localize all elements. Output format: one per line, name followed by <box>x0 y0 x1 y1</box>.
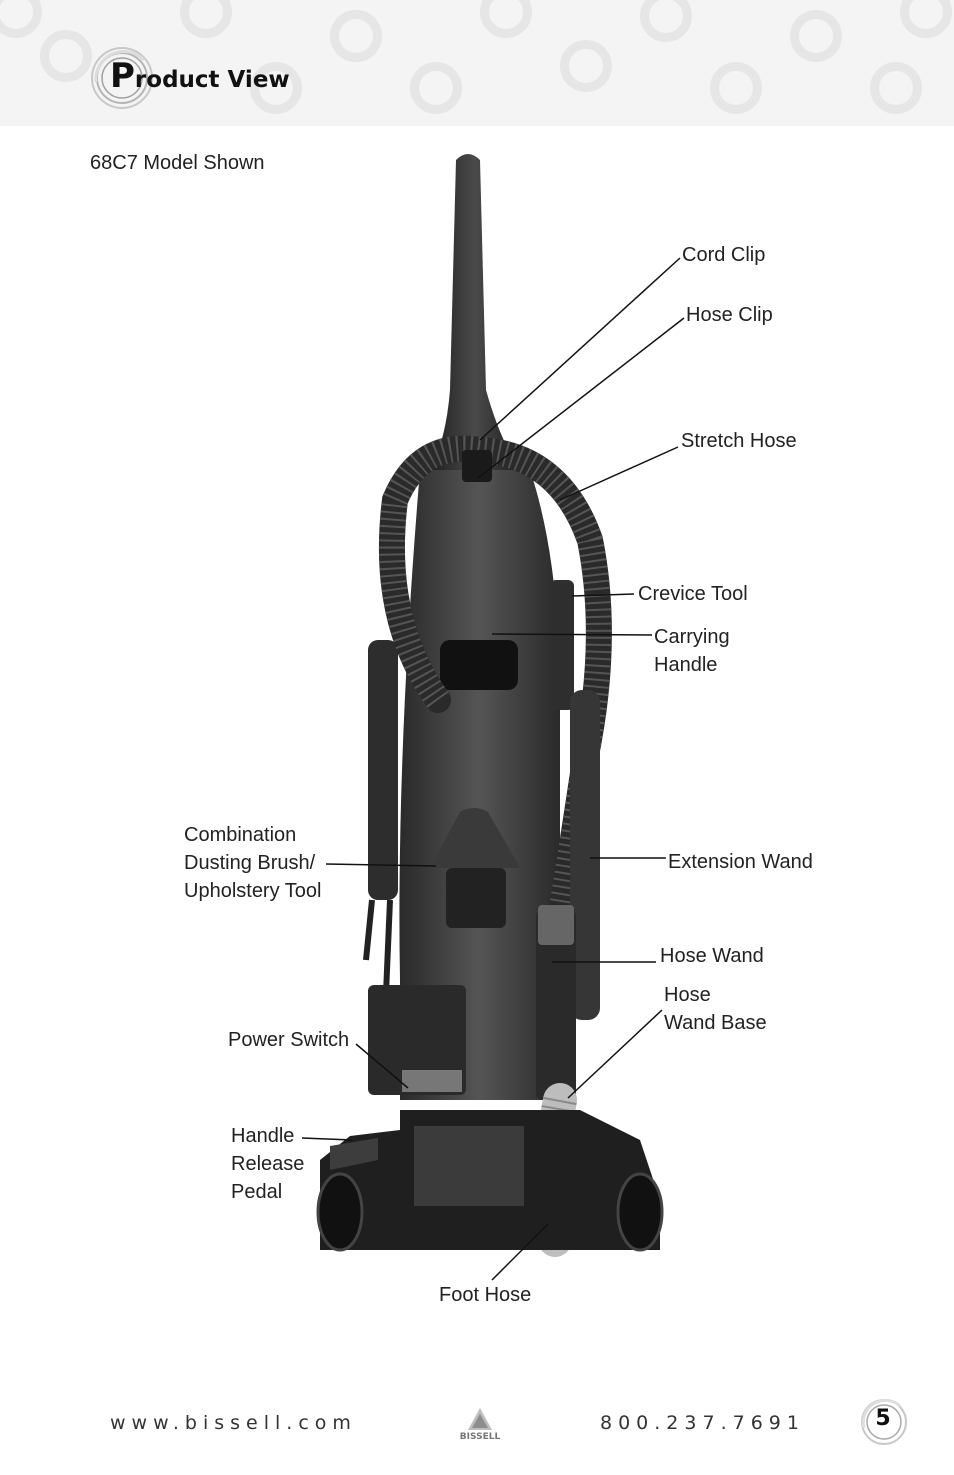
label-line: Carrying <box>654 626 730 648</box>
footer-phone: 800.237.7691 <box>600 1412 805 1434</box>
extension-wand-shape <box>570 690 600 1020</box>
title-rest: roduct View <box>134 67 290 93</box>
label-carrying-handle: Carrying Handle <box>654 623 730 679</box>
leader-lines <box>301 257 685 1281</box>
crevice-tool-shape <box>550 580 574 710</box>
power-switch-housing <box>368 985 466 1095</box>
label-line: Handle <box>654 654 718 676</box>
decorative-ring <box>180 0 232 38</box>
label-cord-clip: Cord Clip <box>682 244 766 266</box>
label-extension-wand: Extension Wand <box>668 851 813 873</box>
label-crevice-tool: Crevice Tool <box>638 583 748 605</box>
label-hose-clip: Hose Clip <box>686 304 773 326</box>
label-foot-hose: Foot Hose <box>439 1284 532 1306</box>
label-line: Release <box>231 1153 305 1175</box>
decorative-ring <box>640 0 692 42</box>
decorative-ring <box>900 0 952 38</box>
label-line: Wand Base <box>664 1012 767 1034</box>
decorative-ring <box>410 62 462 114</box>
swirl-badge-icon <box>91 47 153 109</box>
decorative-ring <box>480 0 532 38</box>
wrapped-cord <box>368 640 398 900</box>
hose-wand-shape <box>536 910 576 1100</box>
page-number: 5 <box>875 1406 891 1431</box>
label-hose-wand: Hose Wand <box>660 945 764 967</box>
title-initial: P <box>110 56 135 96</box>
label-hose-wand-base: Hose Wand Base <box>664 981 767 1037</box>
label-line: Pedal <box>231 1181 283 1203</box>
main-body <box>399 470 560 1100</box>
bissell-logo-icon: BISSELL <box>460 1408 501 1442</box>
label-line: Handle <box>231 1125 295 1147</box>
decorative-ring <box>560 40 612 92</box>
decorative-ring <box>0 0 42 38</box>
decorative-ring <box>870 62 922 114</box>
label-handle-release-pedal: Handle Release Pedal <box>231 1122 304 1206</box>
handle-shape <box>430 154 520 500</box>
page-number-badge-icon <box>861 1398 907 1445</box>
carrying-handle-opening <box>440 640 518 690</box>
label-line: Hose <box>664 984 711 1006</box>
footer-url: www.bissell.com <box>110 1412 357 1434</box>
logo-wordmark: BISSELL <box>460 1432 501 1442</box>
label-line: Upholstery Tool <box>184 880 322 902</box>
page-title: Product View <box>110 56 290 96</box>
header-band <box>0 0 954 126</box>
label-power-switch: Power Switch <box>228 1029 350 1051</box>
label-stretch-hose: Stretch Hose <box>681 430 797 452</box>
decorative-ring <box>40 30 92 82</box>
label-line: Combination <box>184 824 297 846</box>
decorative-ring <box>250 62 302 114</box>
hose-clip-shape <box>462 450 492 482</box>
rear-wheel-left <box>316 1172 364 1252</box>
decorative-ring <box>330 10 382 62</box>
rear-wheel-right <box>616 1172 664 1252</box>
model-caption: 68C7 Model Shown <box>90 152 265 174</box>
label-combination-tool: Combination Dusting Brush/ Upholstery To… <box>184 821 321 905</box>
combination-tool-shape <box>430 808 520 868</box>
label-line: Dusting Brush/ <box>184 852 316 874</box>
handle-release-pedal-shape <box>330 1138 378 1170</box>
decorative-ring <box>710 62 762 114</box>
decorative-ring <box>790 10 842 62</box>
hose-wand-cuff <box>538 905 574 945</box>
power-switch-shape <box>402 1070 462 1092</box>
